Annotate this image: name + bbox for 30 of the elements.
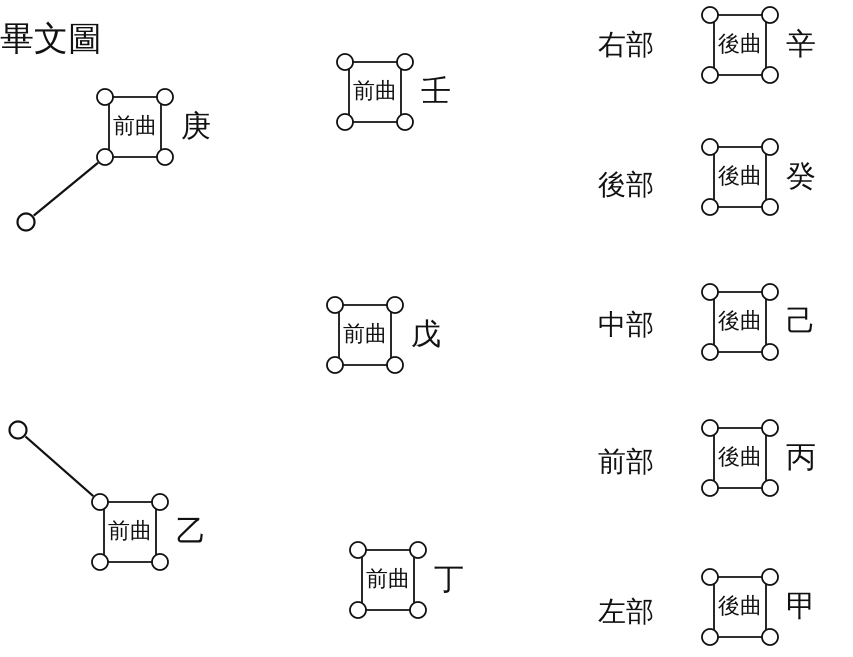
connecting-line [24,436,94,497]
division-label: 左部 [598,597,654,627]
connecting-line [33,162,99,216]
unit-character: 丁 [434,564,464,596]
box-text: 前曲 [342,323,388,347]
unit-character: 己 [786,306,816,338]
unit-character: 丙 [786,442,816,474]
box-text: 後曲 [717,310,763,334]
unit-character: 辛 [786,29,816,61]
box-text: 前曲 [112,115,158,139]
division-label: 前部 [598,447,654,477]
circle-marker [8,420,28,440]
division-label: 後部 [598,170,654,200]
box-text: 後曲 [717,165,763,189]
title: 畢文圖 [0,18,102,61]
box-text: 前曲 [365,568,411,592]
box-text: 後曲 [717,595,763,619]
unit-character: 庚 [181,111,211,143]
unit-character: 乙 [176,516,206,548]
unit-character: 甲 [786,591,816,623]
box-text: 前曲 [352,80,398,104]
box-text: 前曲 [107,520,153,544]
circle-marker [16,212,36,232]
division-label: 右部 [598,30,654,60]
unit-character: 壬 [421,76,451,108]
unit-character: 戊 [411,319,441,351]
division-label: 中部 [598,310,654,340]
unit-character: 癸 [786,161,816,193]
box-text: 後曲 [717,446,763,470]
box-text: 後曲 [717,33,763,57]
